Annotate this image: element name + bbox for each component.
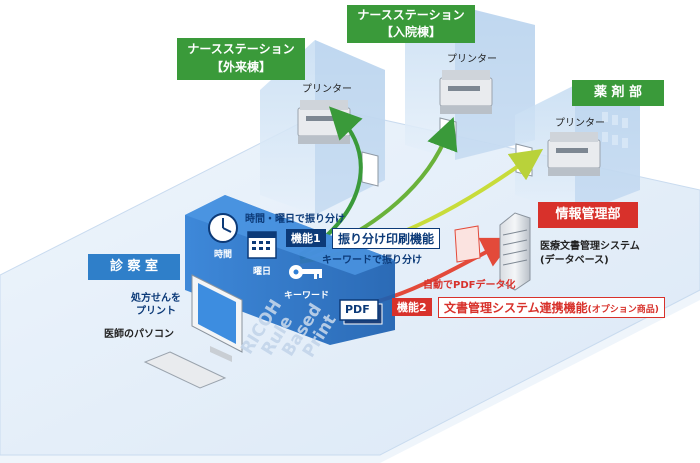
nurse-station-outpatient-label: ナースステーション【外来棟】 xyxy=(177,38,305,80)
print-prescription-label: 処方せんをプリント xyxy=(131,293,181,317)
exam-room-label: 診 察 室 xyxy=(88,254,180,280)
pdf-icon xyxy=(339,299,383,325)
key-label: キーワード xyxy=(284,291,330,301)
key-icon xyxy=(289,265,322,279)
info-management-label: 情報管理部 xyxy=(538,202,638,228)
nurse-station-inpatient-label: ナースステーション【入院棟】 xyxy=(347,5,475,43)
pharmacy-label: 薬 剤 部 xyxy=(572,80,664,106)
building-pharmacy xyxy=(515,85,640,215)
server-label: 医療文書管理システム(データベース) xyxy=(540,241,640,266)
printer-label-inpatient: プリンター xyxy=(447,54,497,65)
feature1-name: 振り分け印刷機能 xyxy=(332,228,441,249)
printer-label-outpatient: プリンター xyxy=(302,84,352,95)
doctor-pc-icon xyxy=(143,274,243,389)
feature2-tag: 機能2 xyxy=(392,298,432,316)
pdf-document-icon xyxy=(454,225,481,263)
clock-label: 時間 xyxy=(214,250,233,260)
clock-icon xyxy=(208,213,238,243)
printer-pharmacy xyxy=(547,132,601,176)
rule-keyword: キーワードで振り分け xyxy=(322,255,422,266)
auto-pdf-label: 自動でPDFデータ化 xyxy=(423,280,516,291)
printer-inpatient xyxy=(439,70,493,114)
printer-label-pharmacy: プリンター xyxy=(555,118,605,129)
feature1-tag: 機能1 xyxy=(286,229,326,247)
database-server-icon xyxy=(499,212,531,291)
feature2-name: 文書管理システム連携機能(オプション商品) xyxy=(438,297,665,318)
pdf-label: PDF xyxy=(345,303,370,316)
rule-time-weekday: 時間・曜日で振り分け xyxy=(245,214,345,225)
doctor-pc-label: 医師のパソコン xyxy=(104,329,174,340)
calendar-icon xyxy=(247,231,277,259)
calendar-label: 曜日 xyxy=(253,267,272,277)
